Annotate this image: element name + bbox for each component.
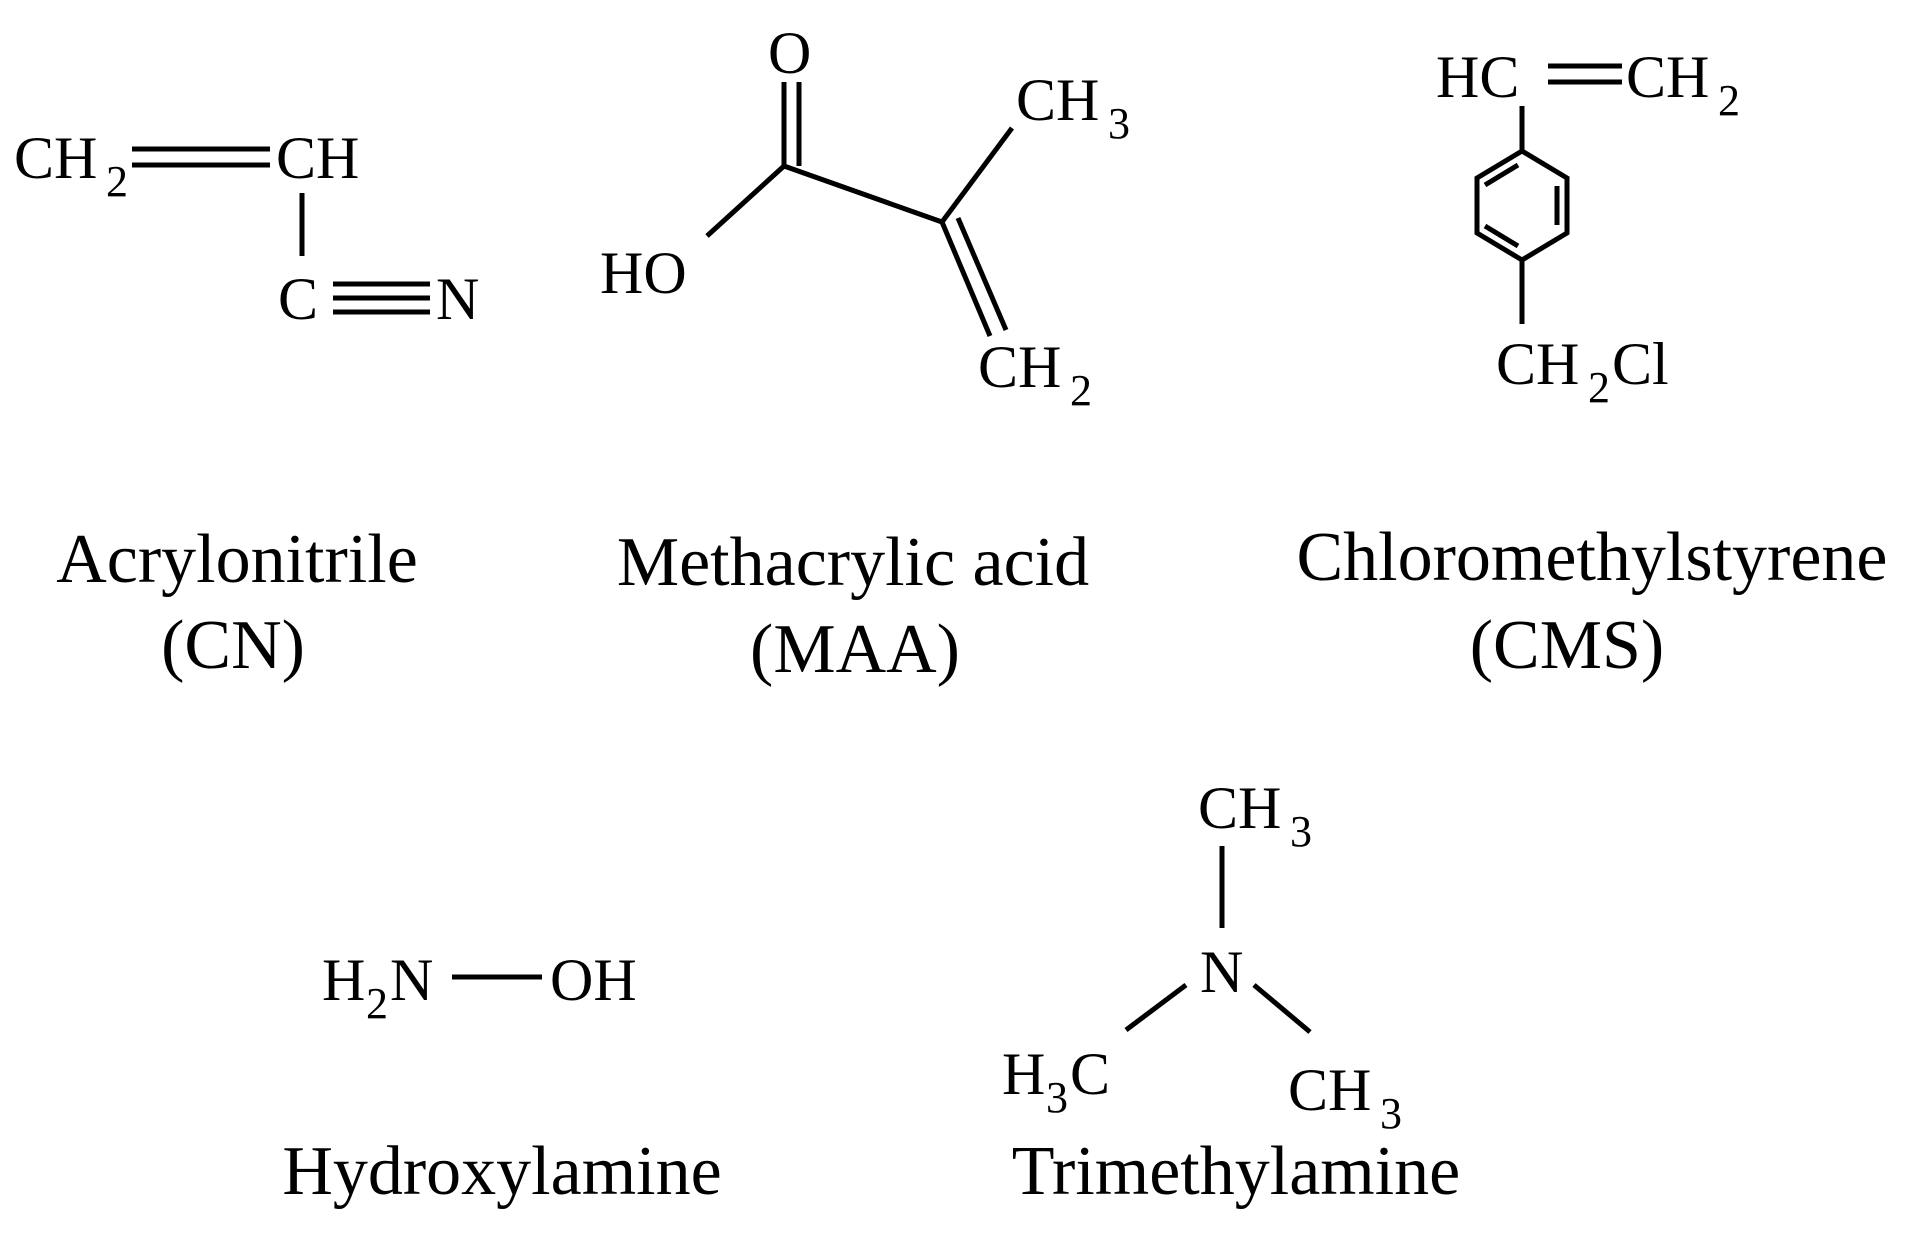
hydroxylamine-h-subscript: 2 — [366, 979, 388, 1028]
chloromethylstyrene-ring-inner-bond-3 — [1483, 162, 1520, 188]
methacrylic-acid-oh-bond — [705, 164, 786, 238]
hydroxylamine-n-label: N — [390, 947, 433, 1013]
chloromethylstyrene-ch2cl-ch-label: CH — [1496, 331, 1579, 397]
methacrylic-acid-methyl-bond — [939, 126, 1015, 224]
chloromethylstyrene-benzene-ring — [1474, 148, 1570, 263]
trimethylamine-ch3-right-subscript: 3 — [1380, 1089, 1402, 1138]
methacrylic-acid-vinyl-bond-2 — [955, 217, 1009, 331]
methacrylic-acid-abbreviation: (MAA) — [750, 611, 960, 688]
hydroxylamine-oh-label: OH — [550, 947, 637, 1013]
hydroxylamine-structure: H 2 N OH Hydroxylamine — [282, 947, 721, 1210]
trimethylamine-n-label: N — [1200, 939, 1243, 1005]
trimethylamine-ch3-top-subscript: 3 — [1290, 807, 1312, 856]
acrylonitrile-ch2-label: CH — [14, 125, 97, 191]
trimethylamine-left-bond — [1124, 983, 1188, 1032]
chloromethylstyrene-name: Chloromethylstyrene — [1296, 519, 1887, 596]
acrylonitrile-ch2-subscript: 2 — [106, 157, 128, 206]
methacrylic-acid-ho-label: HO — [600, 240, 687, 306]
acrylonitrile-ch-label: CH — [276, 125, 359, 191]
acrylonitrile-n-label: N — [436, 266, 479, 332]
methacrylic-acid-vinyl-bond-1 — [939, 221, 993, 337]
methacrylic-acid-backbone-bond — [783, 163, 943, 225]
acrylonitrile-structure: CH 2 CH C N Acrylonitrile (CN) — [14, 125, 479, 684]
methacrylic-acid-ch2-label: CH — [978, 334, 1061, 400]
methacrylic-acid-structure: O HO CH 3 CH 2 Methacrylic acid (MAA) — [600, 20, 1130, 688]
chloromethylstyrene-ring-inner-bond-2 — [1483, 223, 1520, 249]
trimethylamine-ch3-top-label: CH — [1198, 775, 1281, 841]
trimethylamine-ch3-right-label: CH — [1288, 1057, 1371, 1123]
acrylonitrile-name: Acrylonitrile — [56, 521, 418, 598]
chloromethylstyrene-structure: HC CH 2 CH 2 Cl Chloromethylstyrene (CMS… — [1296, 44, 1887, 684]
trimethylamine-right-bond — [1252, 983, 1312, 1034]
hydroxylamine-name: Hydroxylamine — [282, 1133, 721, 1210]
chloromethylstyrene-hc-label: HC — [1436, 44, 1519, 110]
trimethylamine-h3c-c-label: C — [1070, 1041, 1110, 1107]
methacrylic-acid-o-label: O — [768, 20, 811, 86]
chloromethylstyrene-ch2cl-subscript: 2 — [1588, 363, 1610, 412]
methacrylic-acid-ch3-subscript: 3 — [1108, 99, 1130, 148]
methacrylic-acid-ch2-subscript: 2 — [1070, 366, 1092, 415]
chloromethylstyrene-abbreviation: (CMS) — [1470, 607, 1664, 684]
trimethylamine-h3c-h-label: H — [1002, 1041, 1045, 1107]
chloromethylstyrene-ch2cl-cl-label: Cl — [1612, 331, 1669, 397]
methacrylic-acid-ch3-label: CH — [1016, 67, 1099, 133]
trimethylamine-structure: CH 3 N H 3 C CH 3 Trimethylamine — [1002, 775, 1460, 1210]
hydroxylamine-h-label: H — [322, 947, 365, 1013]
chloromethylstyrene-ch2-label: CH — [1626, 44, 1709, 110]
acrylonitrile-c-label: C — [278, 266, 318, 332]
acrylonitrile-abbreviation: (CN) — [161, 607, 305, 684]
trimethylamine-name: Trimethylamine — [1012, 1133, 1461, 1210]
trimethylamine-h3c-subscript: 3 — [1046, 1073, 1068, 1122]
chloromethylstyrene-ch2-subscript: 2 — [1718, 76, 1740, 125]
methacrylic-acid-name: Methacrylic acid — [617, 524, 1089, 601]
